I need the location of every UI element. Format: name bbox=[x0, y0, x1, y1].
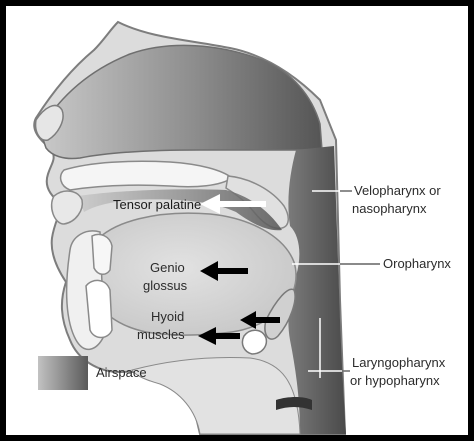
label-hypopharynx: or hypopharynx bbox=[350, 373, 440, 388]
label-nasopharynx: nasopharynx bbox=[352, 201, 427, 216]
label-hyoid: Hyoid bbox=[151, 309, 184, 324]
label-glossus: glossus bbox=[143, 278, 188, 293]
label-velopharynx: Velopharynx or bbox=[354, 183, 441, 198]
legend-airspace-swatch bbox=[38, 356, 88, 390]
label-muscles: muscles bbox=[137, 327, 185, 342]
lower-tooth bbox=[92, 234, 112, 274]
label-tensor-palatine: Tensor palatine bbox=[113, 197, 201, 212]
label-genio: Genio bbox=[150, 260, 185, 275]
legend-airspace-label: Airspace bbox=[96, 365, 147, 380]
label-laryngopharynx: Laryngopharynx bbox=[352, 355, 446, 370]
tongue bbox=[86, 213, 296, 335]
label-oropharynx: Oropharynx bbox=[383, 256, 451, 271]
hyoid-bone bbox=[242, 330, 266, 354]
mandible-oval bbox=[86, 280, 112, 337]
